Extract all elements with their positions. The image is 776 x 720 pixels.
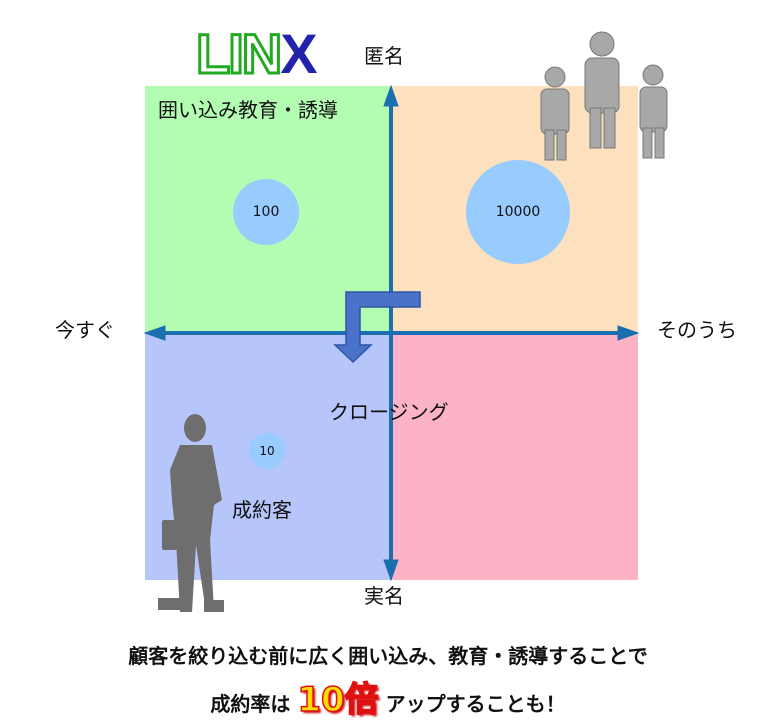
axis-label-bottom: 実名 bbox=[364, 584, 404, 608]
axis-label-right: そのうち bbox=[657, 318, 737, 342]
axis-label-top: 匿名 bbox=[364, 44, 404, 68]
footer-pre: 成約率は bbox=[210, 692, 291, 716]
logo-lin: LIN bbox=[194, 22, 283, 85]
circle-10: 10 bbox=[249, 433, 285, 469]
linx-logo: LINX bbox=[194, 24, 317, 83]
footer-line-1: 顧客を絞り込む前に広く囲い込み、教育・誘導することで bbox=[128, 644, 648, 668]
quadrant-bottom-right bbox=[391, 333, 638, 580]
horizontal-axis-arrow bbox=[143, 325, 640, 341]
footer-line-2: 成約率は 10倍 アップすることも！ bbox=[0, 672, 776, 720]
group-silhouette-icon bbox=[540, 31, 668, 161]
quadrant-label-nurture: 囲い込み教育・誘導 bbox=[158, 98, 338, 122]
quadrant-label-closing: クロージング bbox=[329, 400, 449, 424]
footer-post: アップすることも！ bbox=[385, 692, 566, 716]
footer-emphasis: 10倍 bbox=[297, 679, 380, 720]
businessman-silhouette-icon bbox=[158, 414, 224, 612]
closing-arrow-icon bbox=[333, 291, 421, 364]
circle-10000: 10000 bbox=[466, 160, 570, 264]
circle-100: 100 bbox=[233, 179, 299, 245]
axis-label-left: 今すぐ bbox=[55, 318, 115, 342]
logo-x: X bbox=[280, 22, 317, 85]
quadrant-label-customer: 成約客 bbox=[232, 498, 292, 522]
